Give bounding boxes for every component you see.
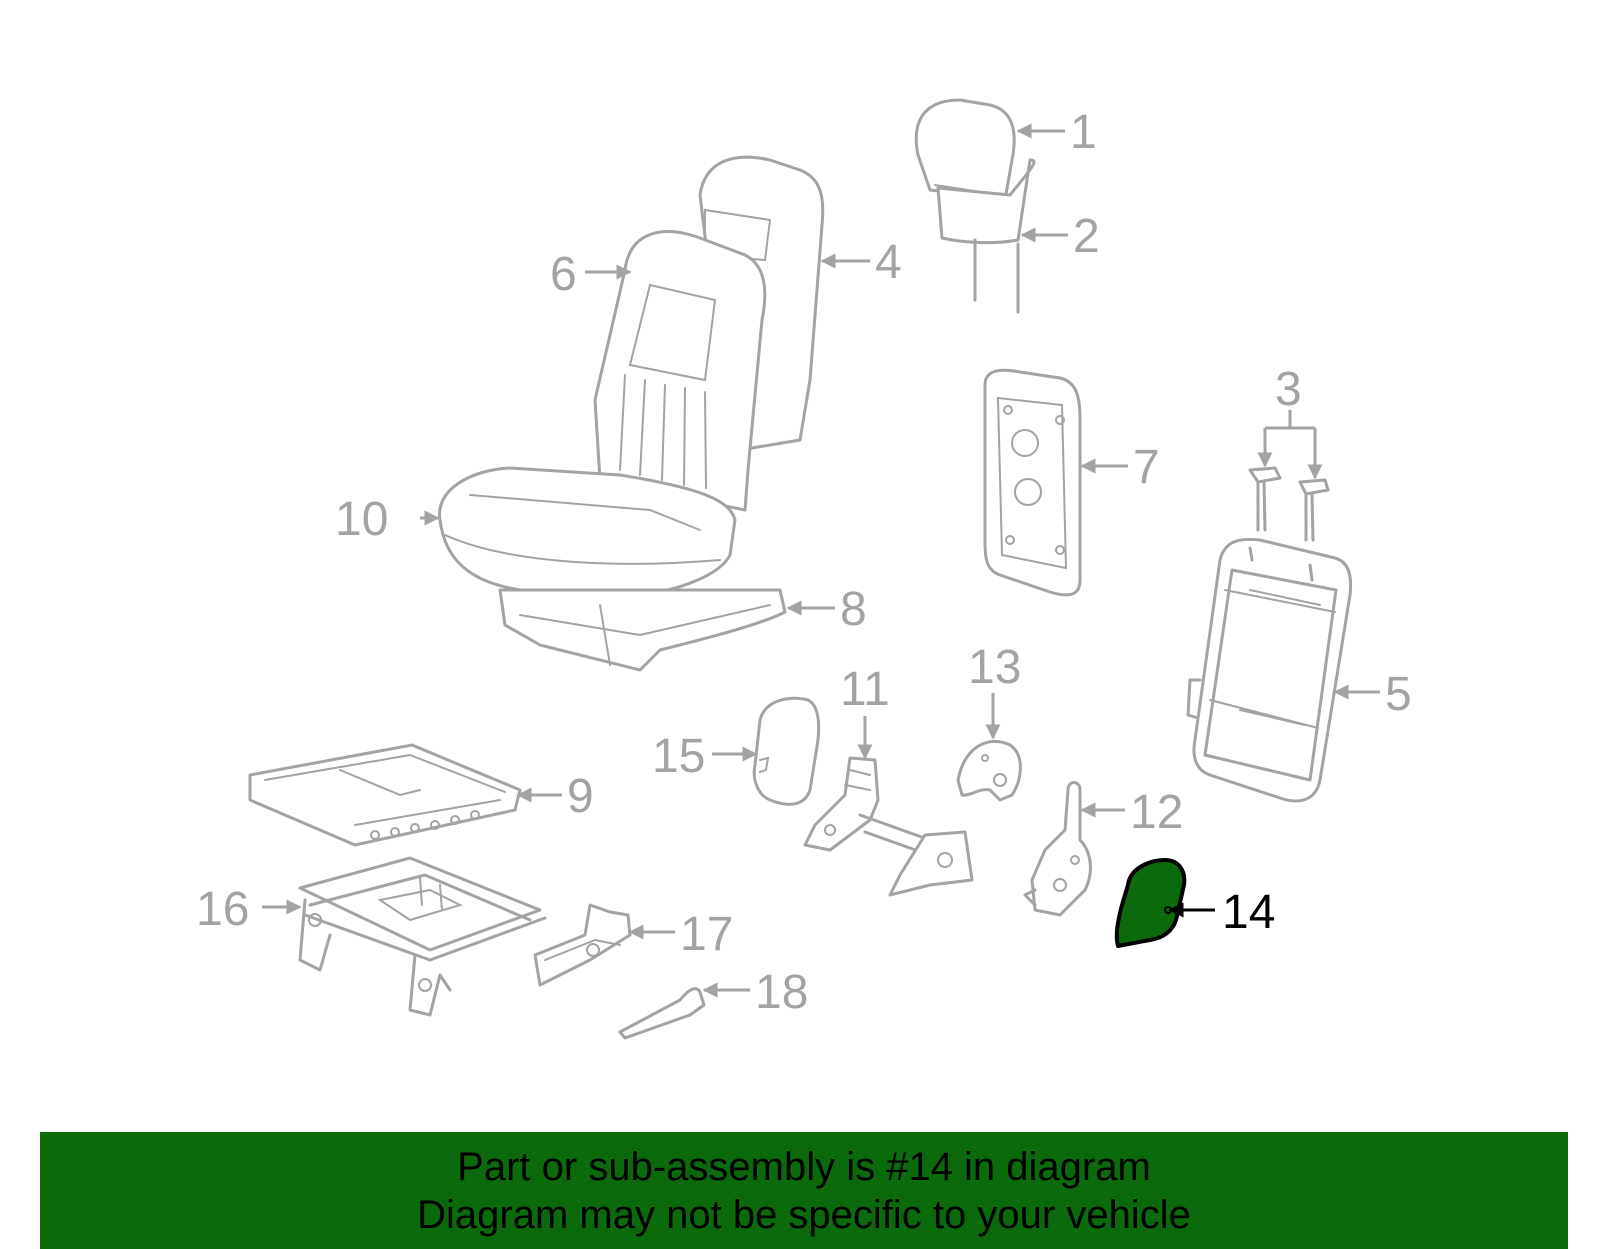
callout-7: 7 (1133, 441, 1160, 494)
callout-13: 13 (968, 641, 1021, 694)
part-8-cushion-pad[interactable] (498, 588, 787, 672)
part-7-trim-plate[interactable] (983, 368, 1082, 597)
callout-10: 10 (335, 493, 388, 546)
callout-17: 17 (680, 908, 733, 961)
part-13-small-cover[interactable] (956, 739, 1022, 802)
banner-line-part: Part or sub-assembly is #14 in diagram (457, 1144, 1151, 1189)
callout-18: 18 (755, 966, 808, 1019)
callout-1: 1 (1070, 106, 1097, 159)
part-12-hinge-bracket[interactable] (1023, 781, 1092, 917)
info-banner: Part or sub-assembly is #14 in diagram D… (40, 1132, 1568, 1249)
part-2-headrest-guides[interactable] (936, 158, 1036, 314)
part-9-seat-pan[interactable] (248, 743, 522, 847)
part-18-handle[interactable] (618, 987, 706, 1040)
part-3-bolts[interactable] (1248, 466, 1330, 542)
part-17-bracket[interactable] (533, 903, 632, 987)
callout-3: 3 (1275, 363, 1302, 416)
callout-4: 4 (875, 236, 902, 289)
parts-diagram: 1 2 3 4 5 6 7 8 9 10 11 12 13 14 15 16 1… (196, 98, 1412, 1040)
callout-16: 16 (196, 883, 249, 936)
banner-line-disclaimer: Diagram may not be specific to your vehi… (417, 1192, 1191, 1237)
part-15-side-cover[interactable] (752, 696, 821, 806)
callout-11: 11 (840, 663, 890, 716)
part-5-seatback-frame[interactable] (1186, 537, 1353, 803)
callout-12: 12 (1130, 786, 1183, 839)
callout-2: 2 (1073, 210, 1100, 263)
part-1-headrest[interactable] (914, 98, 1016, 202)
part-10-seat-cushion[interactable] (438, 466, 737, 597)
part-14-highlighted[interactable] (1114, 858, 1187, 948)
part-6-seatback-cushion[interactable] (593, 230, 767, 512)
callout-15: 15 (652, 730, 705, 783)
callout-9: 9 (567, 770, 594, 823)
callout-8: 8 (840, 583, 867, 636)
callout-14: 14 (1222, 886, 1275, 939)
callout-6: 6 (550, 248, 577, 301)
callout-5: 5 (1385, 668, 1412, 721)
part-11-recliner[interactable] (803, 756, 974, 897)
part-16-seat-track[interactable] (298, 856, 547, 1017)
